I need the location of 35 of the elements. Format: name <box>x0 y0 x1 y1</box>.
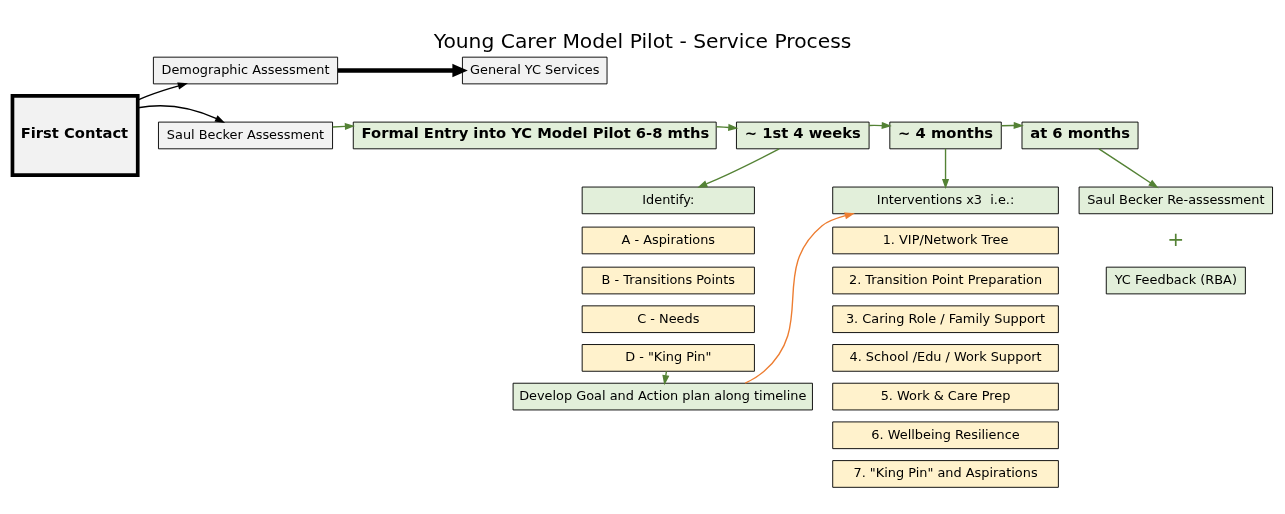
arrow <box>337 63 468 77</box>
node-box: Interventions x3 i.e.: <box>832 186 1059 214</box>
node-box: at 6 months <box>1021 121 1139 149</box>
node-box: 1. VIP/Network Tree <box>832 226 1059 254</box>
node-box: Saul Becker Re-assessment <box>1078 186 1273 214</box>
node-box: 5. Work & Care Prep <box>832 382 1059 410</box>
arrow <box>662 370 670 385</box>
label: + <box>1167 226 1185 251</box>
node-box: 4. School /Edu / Work Support <box>832 343 1059 372</box>
node-box: ~ 1st 4 weeks <box>736 121 870 149</box>
node-box: 2. Transition Point Preparation <box>832 266 1059 294</box>
node-box: First Contact <box>10 93 140 177</box>
arrow <box>697 147 780 188</box>
node-box: General YC Services <box>461 56 608 84</box>
arrow <box>715 123 739 131</box>
node-box: Saul Becker Assessment <box>158 121 333 149</box>
arrow <box>942 147 950 189</box>
diagram-title: Young Carer Model Pilot - Service Process <box>433 28 852 53</box>
arrow <box>1098 147 1159 188</box>
node-box: 7. "King Pin" and Aspirations <box>832 459 1059 488</box>
node-box: 3. Caring Role / Family Support <box>832 304 1059 333</box>
node-box: Demographic Assessment <box>152 56 339 84</box>
node-box: 6. Wellbeing Resilience <box>832 420 1059 449</box>
node-box: C - Needs <box>581 304 755 333</box>
arrow <box>332 122 355 130</box>
node-box: YC Feedback (RBA) <box>1105 266 1246 294</box>
node-box: B - Transitions Points <box>581 266 755 294</box>
node-box: ~ 4 months <box>889 121 1002 149</box>
arrow <box>137 82 188 101</box>
node-box: Formal Entry into YC Model Pilot 6-8 mths <box>352 121 717 149</box>
arrow <box>137 104 226 123</box>
node-box: Develop Goal and Action plan along timeline <box>512 382 813 410</box>
node-box: A - Aspirations <box>581 226 755 254</box>
node-box: Identify: <box>581 186 755 214</box>
node-box: D - "King Pin" <box>581 343 755 372</box>
